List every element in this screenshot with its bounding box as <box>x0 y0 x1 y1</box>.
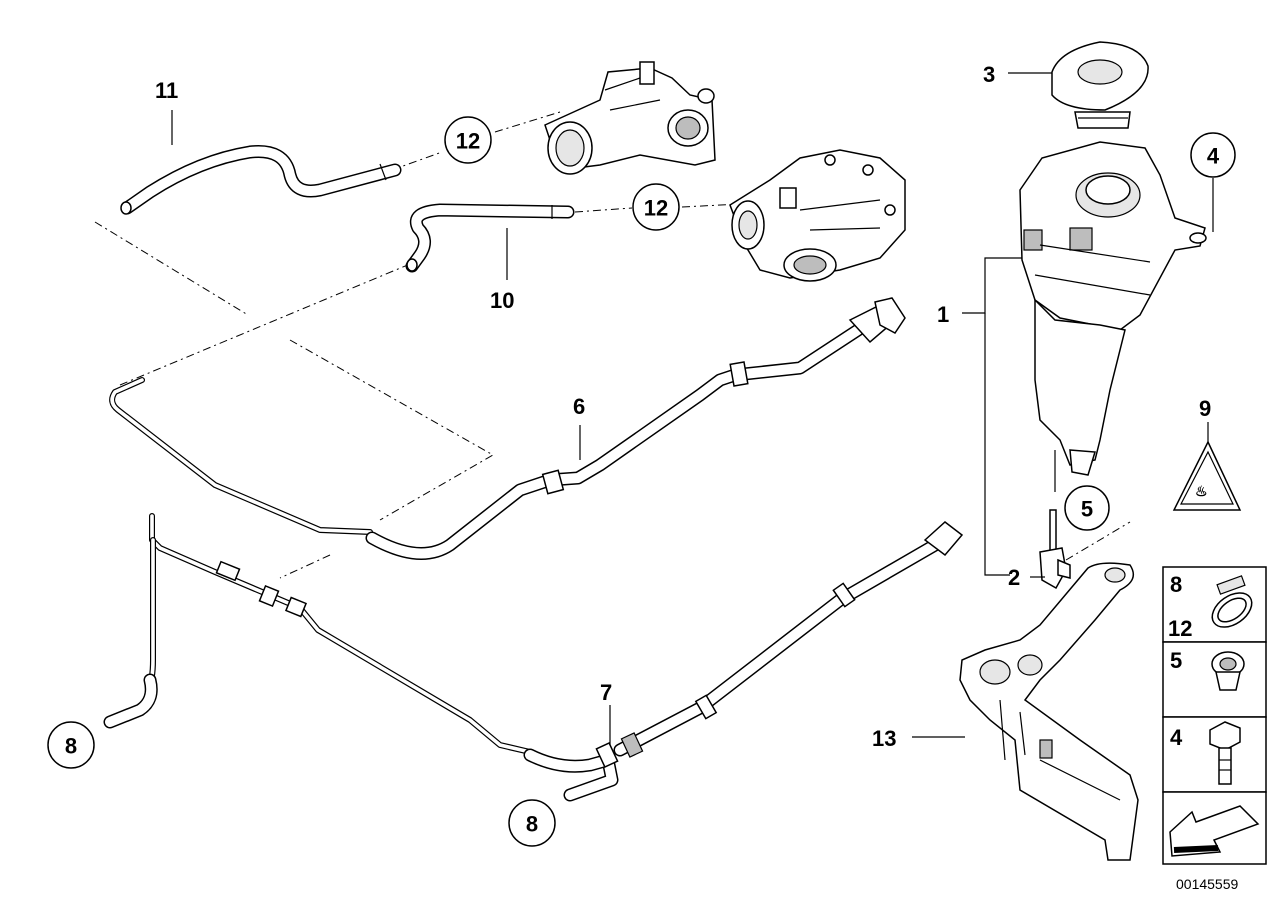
callout-7: 7 <box>600 680 612 705</box>
svg-text:4: 4 <box>1207 144 1220 169</box>
legend-label-8: 8 <box>1170 572 1182 597</box>
callout-2: 2 <box>1008 565 1020 590</box>
thermostat-housing-upper <box>544 61 716 175</box>
callout-6: 6 <box>573 394 585 419</box>
pipe-6 <box>109 297 906 560</box>
hazard-pictogram-icon: ♨ <box>1195 483 1208 499</box>
direction-arrow-icon <box>1169 805 1260 857</box>
expansion-tank <box>1019 141 1207 476</box>
legend-cell-grommet <box>1162 641 1267 718</box>
callout-13: 13 <box>872 726 896 751</box>
svg-text:8: 8 <box>526 812 538 837</box>
svg-text:12: 12 <box>644 196 668 221</box>
hose-clamp-icon <box>1211 575 1253 628</box>
pipe-7 <box>103 513 964 802</box>
cap-3 <box>1051 41 1149 129</box>
legend-label-4: 4 <box>1170 725 1183 750</box>
callout-4: 4 <box>1190 132 1236 178</box>
svg-text:12: 12 <box>456 129 480 154</box>
callout-10: 10 <box>490 288 514 313</box>
callout-5: 5 <box>1064 485 1110 531</box>
svg-text:8: 8 <box>65 734 77 759</box>
callout-12-lower: 12 <box>632 183 680 231</box>
callout-1: 1 <box>937 302 949 327</box>
svg-text:5: 5 <box>1081 497 1093 522</box>
thermostat-housing-lower <box>729 149 906 282</box>
callout-8-bottom: 8 <box>508 799 556 847</box>
bolt-icon <box>1209 721 1241 785</box>
callout-3: 3 <box>983 62 995 87</box>
callout-leaders <box>171 72 1214 745</box>
bracket-13 <box>959 562 1139 861</box>
hazard-label-9: ♨ <box>1172 440 1242 511</box>
leader-lines <box>94 111 1131 579</box>
grommet-icon <box>1211 651 1245 691</box>
callout-9: 9 <box>1199 396 1211 421</box>
callout-11: 11 <box>155 78 178 103</box>
hardware-legend: 8 12 5 4 <box>1162 566 1267 865</box>
document-id: 00145559 <box>1176 876 1239 892</box>
hose-10 <box>405 203 575 273</box>
legend-label-5: 5 <box>1170 648 1182 673</box>
callout-8-left: 8 <box>47 721 95 769</box>
sensor-2 <box>1039 509 1071 590</box>
hose-11 <box>120 144 402 215</box>
callout-12-upper: 12 <box>444 116 492 164</box>
legend-label-12: 12 <box>1168 616 1192 641</box>
